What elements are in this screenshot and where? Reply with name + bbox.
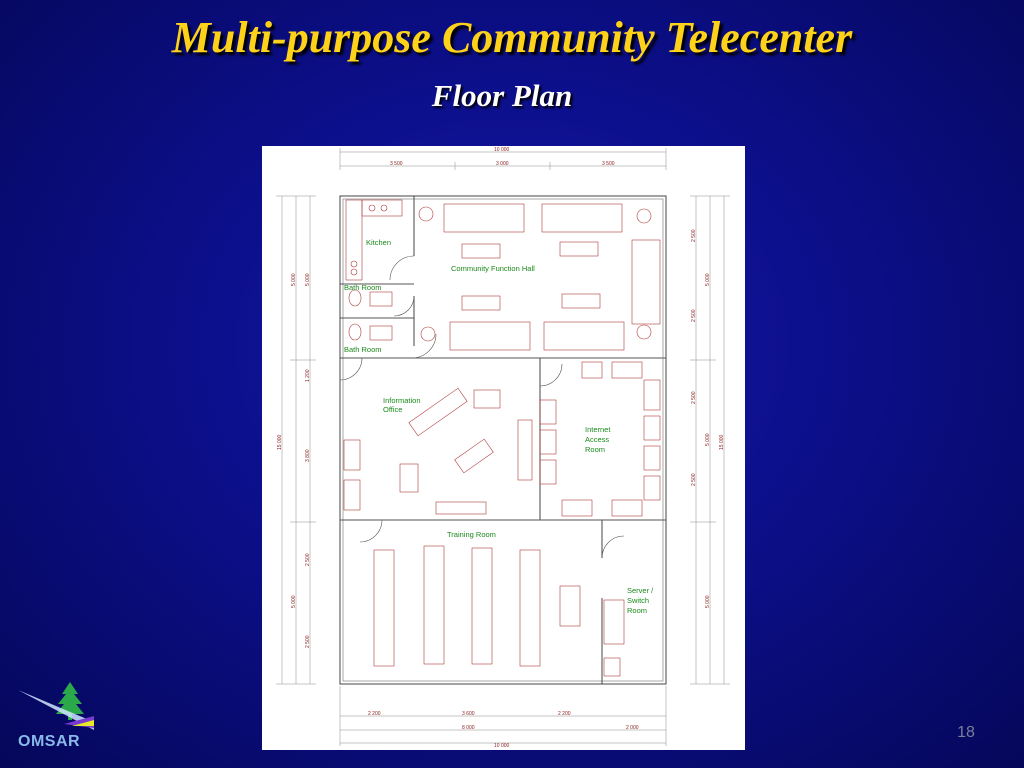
slide-title: Multi-purpose Community Telecenter bbox=[171, 13, 853, 62]
dim-bottom-e: 2 000 bbox=[626, 725, 639, 731]
dim-left-inner-1: 5 000 bbox=[305, 273, 311, 286]
room-label-internet-line2: Access bbox=[585, 435, 609, 444]
furniture bbox=[343, 199, 661, 677]
room-label-info-line2: Office bbox=[383, 405, 402, 414]
omsar-logo bbox=[18, 682, 94, 730]
dim-bottom-total: 10 000 bbox=[494, 743, 510, 749]
dim-top-a: 3 500 bbox=[390, 161, 403, 167]
room-label-info-line1: Information bbox=[383, 396, 421, 405]
dim-left-inner-5: 2 500 bbox=[305, 635, 311, 648]
dim-right-mid-2: 5 000 bbox=[705, 433, 711, 446]
room-label-internet-line1: Internet bbox=[585, 425, 611, 434]
dim-left-inner-2: 1 200 bbox=[305, 369, 311, 382]
dim-left-mid-1: 5 000 bbox=[291, 273, 297, 286]
room-label-community-hall: Community Function Hall bbox=[451, 264, 535, 273]
dim-left-inner-4: 2 500 bbox=[305, 553, 311, 566]
dim-top-c: 3 500 bbox=[602, 161, 615, 167]
room-label-server-line1: Server / bbox=[627, 586, 654, 595]
logo-light-beam-icon bbox=[18, 690, 94, 730]
room-label-server-line3: Room bbox=[627, 606, 647, 615]
floor-plan-drawing: Kitchen Community Function Hall Bath Roo… bbox=[276, 147, 730, 749]
dim-top-total: 10 000 bbox=[494, 147, 510, 153]
dim-right-inner-4: 2 500 bbox=[691, 473, 697, 486]
dim-right-mid-1: 5 000 bbox=[705, 273, 711, 286]
dim-right-outer: 15 000 bbox=[719, 434, 725, 450]
room-label-server-line2: Switch bbox=[627, 596, 649, 605]
dim-bottom-b: 3 600 bbox=[462, 711, 475, 717]
floor-plan-panel: Kitchen Community Function Hall Bath Roo… bbox=[262, 146, 745, 750]
dim-bottom-d: 8 000 bbox=[462, 725, 475, 731]
logo-text: OMSAR bbox=[18, 733, 81, 750]
room-label-training: Training Room bbox=[447, 530, 496, 539]
logo-cedar-tree-icon bbox=[56, 682, 84, 714]
room-label-internet-line3: Room bbox=[585, 445, 605, 454]
dim-right-inner-3: 2 500 bbox=[691, 391, 697, 404]
slide-subtitle: Floor Plan bbox=[431, 78, 573, 113]
room-label-kitchen: Kitchen bbox=[366, 238, 391, 247]
room-label-bath-2: Bath Room bbox=[344, 345, 382, 354]
room-label-bath-1: Bath Room bbox=[344, 283, 382, 292]
dim-bottom-a: 2 200 bbox=[368, 711, 381, 717]
dim-right-inner-2: 2 500 bbox=[691, 309, 697, 322]
dimension-lines bbox=[276, 148, 730, 746]
dim-right-mid-3: 5 000 bbox=[705, 595, 711, 608]
dim-left-mid-2: 5 000 bbox=[291, 595, 297, 608]
dim-top-b: 3 000 bbox=[496, 161, 509, 167]
dim-right-inner-1: 2 500 bbox=[691, 229, 697, 242]
dim-left-inner-3: 3 800 bbox=[305, 449, 311, 462]
door-swings bbox=[339, 255, 625, 559]
page-number: 18 bbox=[957, 724, 975, 741]
dim-left-outer: 15 000 bbox=[277, 434, 283, 450]
dim-bottom-c: 2 200 bbox=[558, 711, 571, 717]
